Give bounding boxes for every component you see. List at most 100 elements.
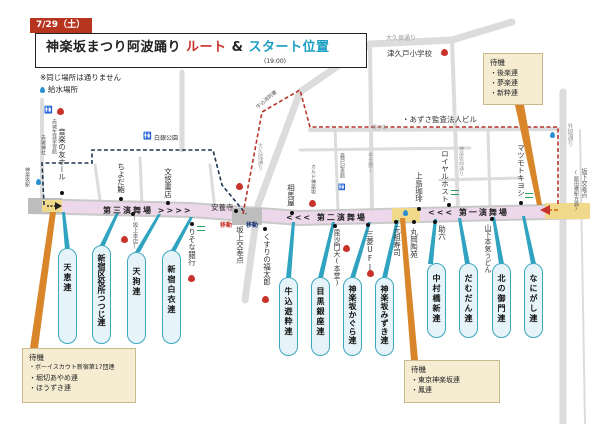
team-name: 北の御門連	[497, 274, 506, 324]
water-drop-icon	[403, 210, 408, 216]
team-name: だむだん連	[464, 274, 473, 324]
team-pill: 北の御門連	[492, 263, 511, 338]
landmark-sakaue-crossing: 坂上交差点	[235, 226, 245, 264]
landmark-ueshima: 上島珈琲	[414, 172, 424, 202]
date-tab: 7/29（土）	[30, 18, 92, 33]
road	[438, 176, 522, 182]
route-navy-dashed	[41, 149, 247, 215]
team-name: 天恵連	[63, 263, 72, 293]
waiting-heading: 待機	[411, 365, 426, 374]
landmark-azusa: ・あずさ監査法人ビル	[402, 115, 477, 124]
water-drop-icon	[36, 179, 41, 185]
aed-icon	[441, 49, 448, 56]
team-pill: 新宿白衣連	[162, 250, 181, 344]
waiting-box-middle: 待機 ・東京神楽坂連 ・鳳連	[404, 360, 500, 403]
waiting-heading: 待機	[490, 58, 505, 67]
toilet-icon: 🚻	[338, 184, 346, 191]
title-route: ルート	[186, 40, 227, 55]
move-label-red: 移動	[220, 222, 233, 229]
road-label-okubo-vertical: 大久保通り	[256, 143, 263, 171]
waiting-item: ・新粋連	[490, 89, 518, 97]
landmark-school: 津久戸小学校	[387, 49, 432, 58]
landmark-iidabashi: (飯田橋駅方面)	[573, 170, 579, 212]
stage-first: <<< 第一演舞場	[428, 207, 509, 218]
waiting-item: ・ボーイスカウト新宿第17団連	[29, 364, 115, 371]
bank-icon	[451, 190, 459, 195]
landmark-shirogane-park: 白銀公園	[154, 135, 179, 142]
team-pill: 中村橋新連	[427, 263, 446, 338]
title-start: スタート位置	[248, 40, 330, 55]
stage-first-label: 第一演舞場	[458, 208, 509, 217]
stage-third: 第三演舞場 >>>>	[103, 205, 193, 216]
arrow-head-icon	[55, 202, 62, 210]
bank-icon	[197, 226, 205, 231]
bank-icon	[525, 193, 533, 198]
aed-icon	[262, 296, 269, 303]
team-name: 新宿区役所つつじ連	[97, 254, 106, 326]
title-box: 神楽坂まつり阿波踊り ルート & スタート位置 (19:00)	[35, 33, 367, 68]
landmark-bishamonten: 毘沙門天(本堂)	[333, 229, 341, 287]
landmark-sukeroku: 助六	[437, 225, 447, 240]
landmark-chiyoda: ちよだ鮨	[116, 163, 126, 193]
landmark-kusuri: くすりの福太郎	[262, 233, 272, 286]
landmark-matsukiyo: マツモトキヨシ	[516, 144, 526, 197]
team-name: なにがし連	[529, 274, 538, 324]
team-pill: 天狗連	[127, 252, 146, 344]
page-title: 神楽坂まつり阿波踊り ルート & スタート位置	[46, 40, 329, 55]
team-name: 天狗連	[132, 267, 141, 297]
waiting-box-left: 待機 ・ボーイスカウト新宿第17団連 ・堀切あやめ連 ・ほうずき連	[22, 348, 136, 403]
aed-icon	[236, 183, 243, 190]
team-name: 神楽坂みずき連	[380, 285, 389, 345]
water-drop-icon	[550, 132, 555, 138]
start-time: (19:00)	[264, 58, 286, 65]
team-pill: 新宿区役所つつじ連	[92, 245, 111, 344]
landmark-dots	[60, 191, 523, 231]
landmark-soumaya: 相馬屋	[286, 184, 296, 207]
roads	[40, 18, 586, 424]
aed-icon	[367, 270, 374, 277]
road-label-karuko: 軽子坂	[372, 125, 388, 131]
arrow-head-icon	[540, 205, 550, 215]
landmark-resona: りそな銀行	[187, 228, 197, 266]
aed-icon	[57, 108, 64, 115]
road-label-nakadori: 神楽坂仲通り	[458, 146, 464, 176]
aed-icon	[188, 275, 195, 282]
title-main: 神楽坂まつり阿波踊り	[46, 40, 182, 55]
road	[138, 156, 144, 207]
team-pill: 神楽坂みずき連	[375, 277, 394, 356]
team-name: 中村橋新連	[432, 274, 441, 324]
team-pill: 牛込遊粋連	[279, 277, 298, 356]
route-red-dashed	[242, 88, 559, 215]
landmark-ongaku-hall: 音楽の友ホール	[57, 128, 67, 181]
legend-water-label: 給水場所	[48, 85, 78, 94]
landmark-morito: 森戸記念館	[339, 153, 345, 178]
team-pill: 神楽坂かぐら連	[343, 277, 362, 356]
waiting-item: ・後楽連	[490, 69, 518, 77]
landmark-sakaue-honten: (坂上本店)	[131, 216, 138, 250]
aed-icon	[309, 200, 316, 207]
stage-third-label: 第三演舞場	[103, 206, 153, 215]
road	[298, 146, 472, 152]
team-pill: なにがし連	[524, 263, 543, 338]
landmark-bunyu: 文悠書店	[163, 168, 173, 198]
road	[579, 129, 586, 424]
landmark-akagi-center: 赤城生涯学習館	[51, 119, 57, 154]
road-label-honda: 本多横丁	[367, 152, 373, 172]
water-drop-icon	[40, 86, 45, 93]
road	[93, 163, 102, 202]
team-pill: 天恵連	[58, 248, 77, 344]
legend-water: 給水場所	[40, 84, 78, 95]
main-street	[29, 200, 591, 225]
landmark-royal-host: ロイヤルホスト	[440, 150, 450, 203]
team-pill: だむだん連	[459, 263, 478, 338]
waiting-box-right: 待機 ・後楽連 ・夢楽連 ・新粋連	[483, 53, 543, 105]
road-karuko	[308, 127, 562, 132]
waiting-heading: 待機	[29, 353, 44, 362]
road	[450, 38, 460, 212]
road-label-okubo: 大久保通り	[386, 35, 417, 42]
sakaue-intersection	[232, 208, 262, 225]
landmark-kagurazaka-station: 神楽坂駅	[24, 167, 30, 187]
note-no-repeat: ※同じ場所は通りません	[40, 73, 122, 82]
waiting-item: ・鳳連	[411, 386, 432, 394]
